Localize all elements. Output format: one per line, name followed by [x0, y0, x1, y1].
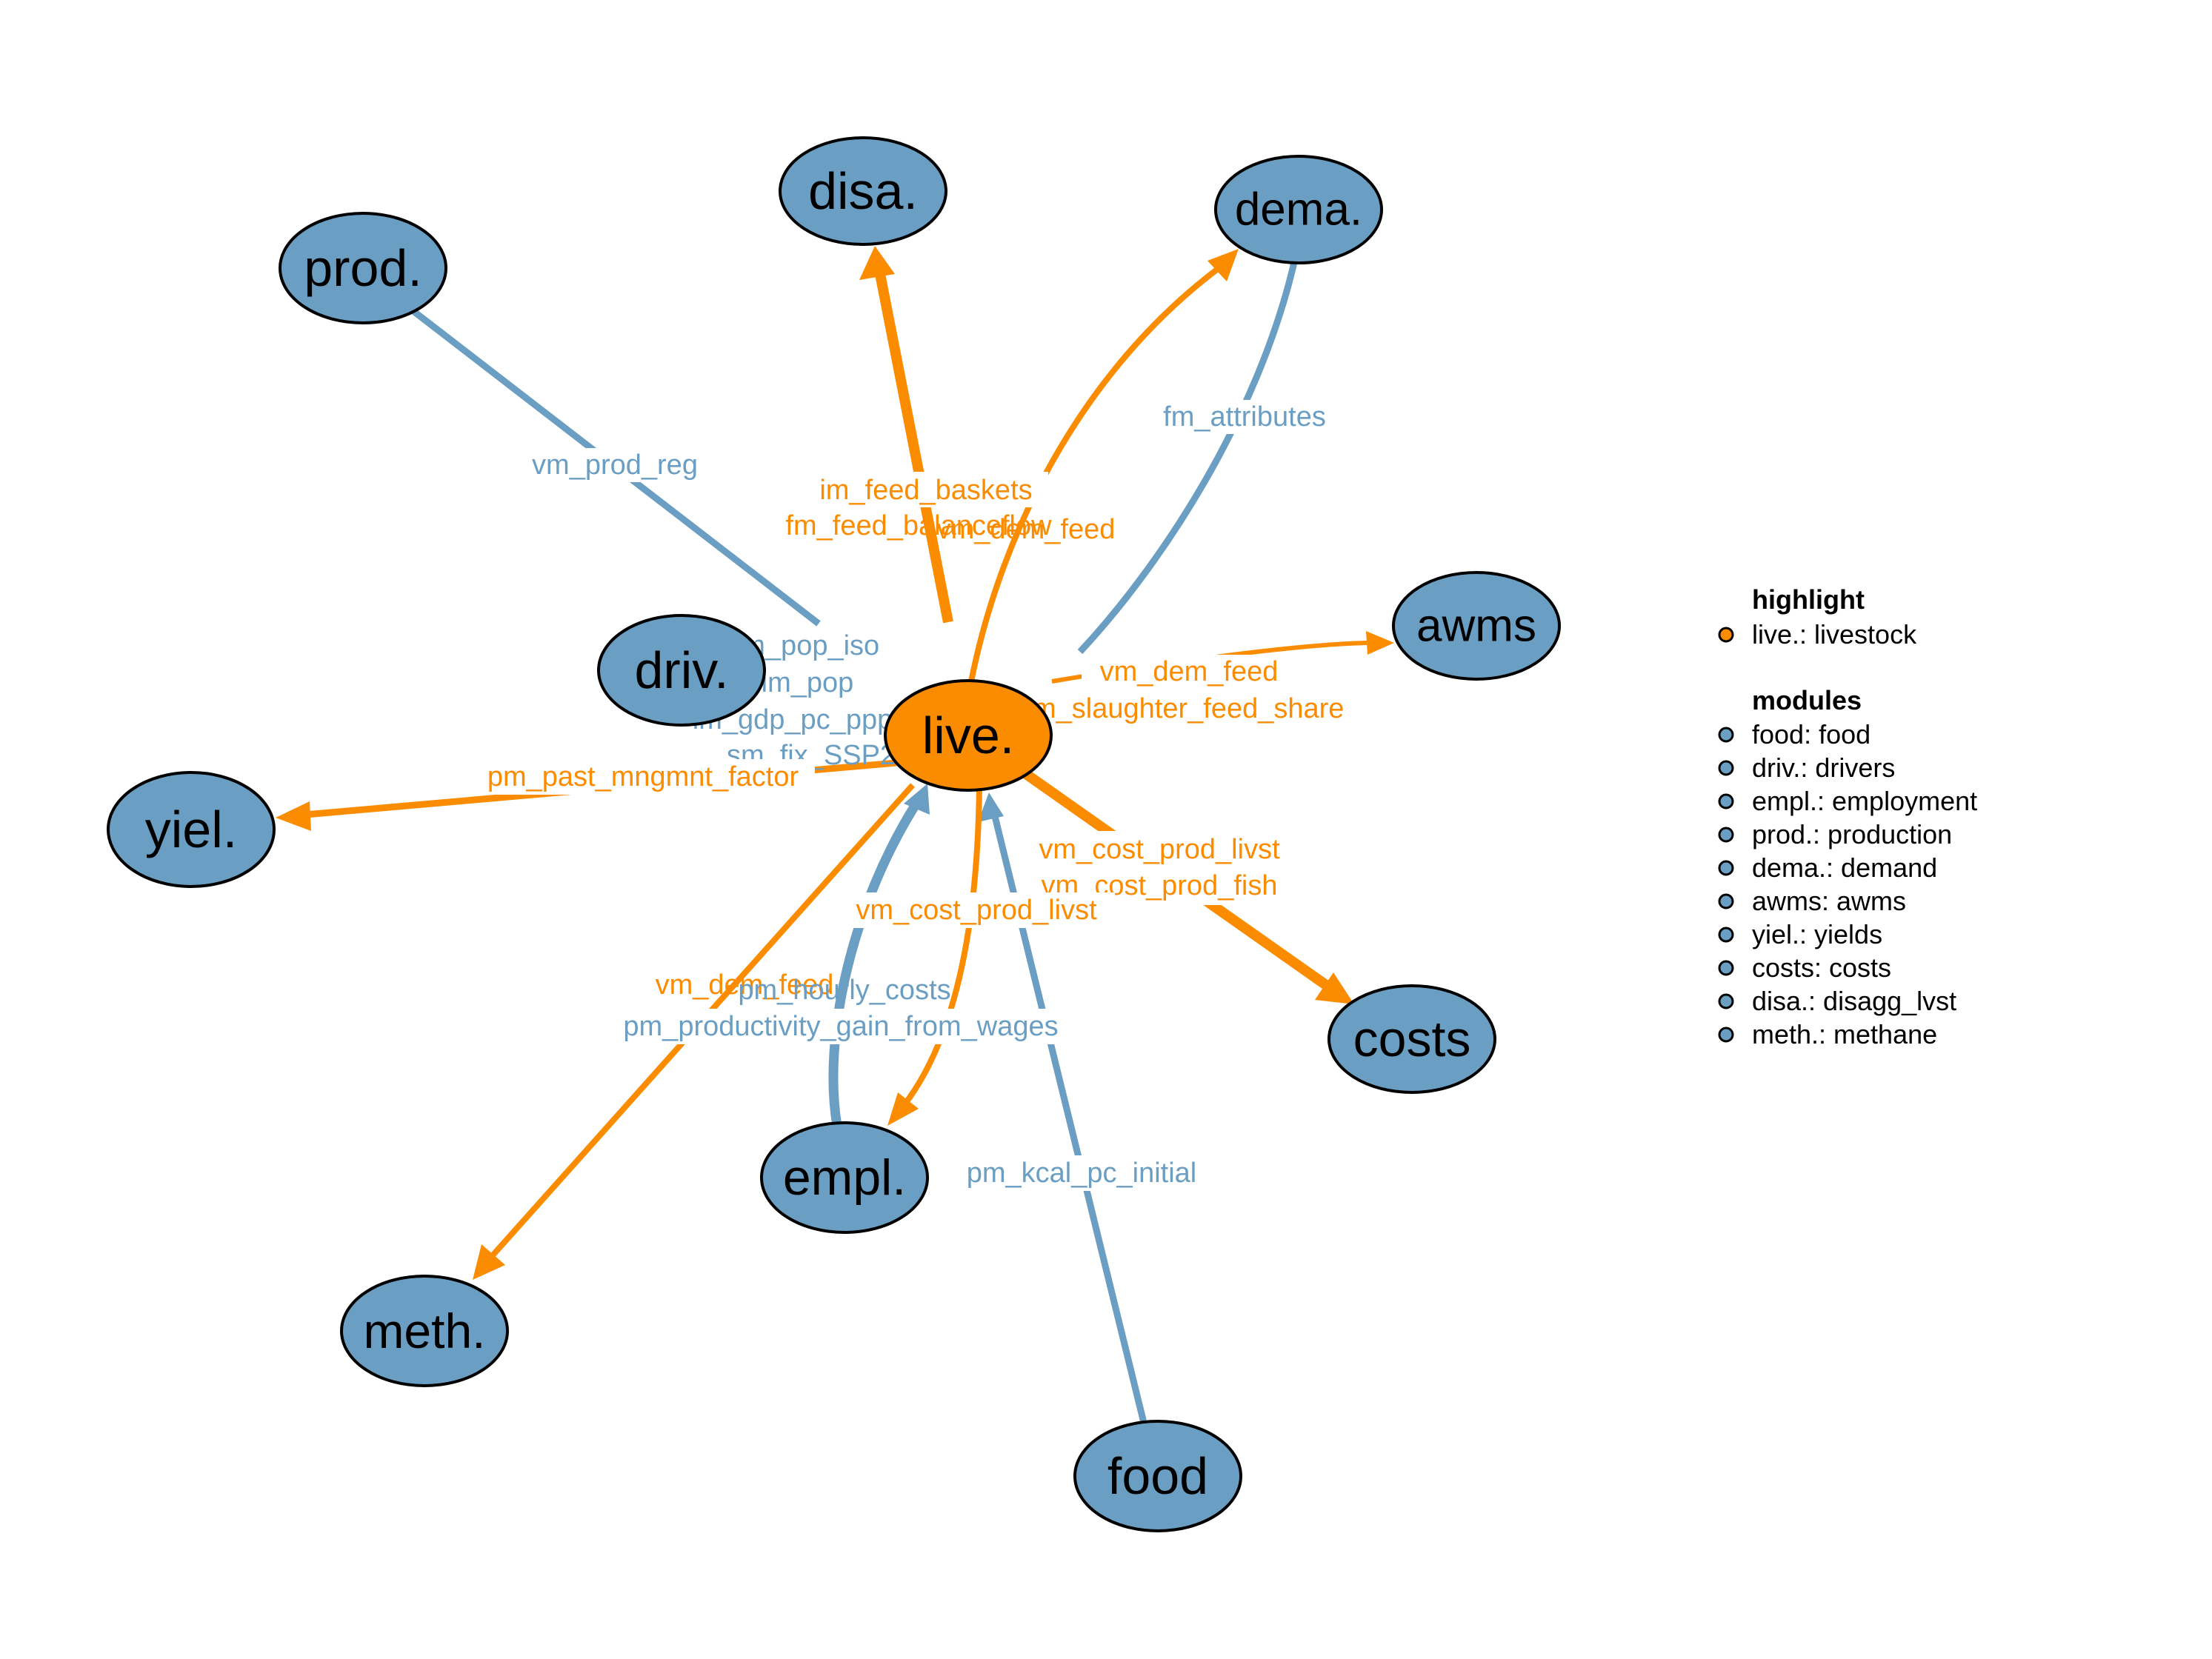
legend-module-item: dema.: demand: [1752, 852, 1937, 883]
edge-live-dema: [967, 264, 1223, 686]
arrow-live-awms: [1366, 631, 1394, 655]
legend-dot-module: [1718, 893, 1734, 909]
node-empl[interactable]: empl.: [760, 1121, 929, 1234]
node-label-awms: awms: [1416, 601, 1536, 652]
arrow-empl-live: [904, 784, 930, 815]
arrow-live-empl: [887, 1092, 919, 1126]
arrow-food-live: [978, 792, 1004, 822]
edge-label-group-live-dema: vm_dem_feed: [937, 514, 1116, 545]
node-food[interactable]: food: [1073, 1420, 1242, 1532]
node-costs[interactable]: costs: [1327, 984, 1496, 1094]
legend-dot-module: [1718, 727, 1734, 743]
edge-label-empl-live-2: pm_productivity_gain_from_wages: [623, 1011, 1058, 1042]
edge-label-group-live-empl: vm_cost_prod_livst: [837, 892, 1115, 928]
legend-modules-title: modules: [1752, 685, 1862, 715]
node-label-meth: meth.: [363, 1304, 485, 1358]
node-yiel[interactable]: yiel.: [107, 771, 276, 888]
edge-label-dema-live: fm_attributes: [1163, 401, 1326, 433]
edge-label-live-awms-2: im_slaughter_feed_share: [1027, 693, 1345, 724]
legend-module-item: food: food: [1752, 719, 1870, 750]
arrow-live-costs: [1315, 972, 1354, 1004]
legend-dot-module: [1718, 760, 1734, 776]
legend-dot-module: [1718, 827, 1734, 843]
node-awms[interactable]: awms: [1392, 571, 1561, 681]
legend-module-item: prod.: production: [1752, 819, 1952, 849]
legend-dot-module: [1718, 1027, 1734, 1043]
node-label-empl: empl.: [783, 1149, 906, 1206]
edge-label-live-costs-1: vm_cost_prod_livst: [1039, 834, 1280, 865]
legend-dot-module: [1718, 927, 1734, 943]
edge-label-group-live-yiel: pm_past_mngmnt_factor: [467, 759, 815, 795]
edge-label-live-dema: vm_dem_feed: [937, 514, 1116, 545]
arrow-live-yiel: [276, 801, 311, 831]
legend-module-item: driv.: drivers: [1752, 752, 1895, 783]
legend-dot-module: [1718, 860, 1734, 876]
edge-dema-live: [1077, 258, 1299, 655]
node-label-costs: costs: [1353, 1011, 1471, 1067]
edge-label-driv-live-2: im_pop: [762, 667, 854, 698]
edge-empl-live: [828, 797, 923, 1127]
edge-label-group-live-disa: im_feed_baskets fm_feed_balanceflow: [785, 472, 1052, 541]
legend-highlight-item: live.: livestock: [1752, 619, 1917, 650]
node-live[interactable]: live.: [884, 679, 1053, 792]
node-label-driv: driv.: [634, 641, 728, 699]
legend-module-item: costs: costs: [1752, 952, 1891, 983]
edge-label-live-yiel: pm_past_mngmnt_factor: [487, 761, 799, 792]
edge-label-live-empl: vm_cost_prod_livst: [856, 895, 1097, 926]
node-label-disa: disa.: [808, 162, 918, 220]
edge-live-disa: [875, 273, 953, 624]
edge-label-group-food-live: pm_kcal_pc_initial: [956, 1155, 1207, 1191]
arrow-live-meth: [473, 1244, 505, 1280]
edge-label-group-dema-live: fm_attributes: [1152, 400, 1337, 434]
edge-label-live-disa-1: im_feed_baskets: [819, 475, 1032, 506]
legend: highlight live.: livestock modules food:…: [1718, 584, 1977, 1049]
edge-label-group-live-meth: vm_dem_feed: [656, 969, 834, 1001]
arrow-live-dema: [1207, 249, 1239, 281]
edge-label-live-meth: vm_dem_feed: [656, 969, 834, 1001]
legend-module-item: meth.: methane: [1752, 1019, 1937, 1049]
edge-live-empl: [902, 784, 982, 1106]
edge-label-live-awms-1: vm_dem_feed: [1100, 656, 1279, 687]
arrow-live-disa: [859, 246, 895, 280]
node-label-food: food: [1107, 1447, 1208, 1505]
legend-module-item: yiel.: yields: [1752, 919, 1882, 949]
edge-label-group-prod-live: vm_prod_reg: [519, 448, 711, 482]
edge-label-prod-live: vm_prod_reg: [532, 450, 698, 481]
node-label-prod: prod.: [304, 239, 422, 297]
edge-label-food-live: pm_kcal_pc_initial: [967, 1158, 1197, 1189]
node-dema[interactable]: dema.: [1214, 155, 1383, 264]
legend-module-item: empl.: employment: [1752, 786, 1977, 816]
node-driv[interactable]: driv.: [597, 614, 766, 727]
legend-dot-module: [1718, 793, 1734, 810]
legend-module-item: awms: awms: [1752, 886, 1906, 916]
legend-dot-module: [1718, 993, 1734, 1009]
edge-label-live-disa-2: fm_feed_balanceflow: [785, 510, 1052, 541]
node-meth[interactable]: meth.: [340, 1275, 509, 1387]
node-disa[interactable]: disa.: [779, 136, 947, 246]
node-prod[interactable]: prod.: [279, 212, 447, 324]
edge-label-empl-live-1: pm_hourly_costs: [738, 975, 950, 1006]
node-label-live: live.: [922, 707, 1014, 764]
edge-label-group-live-awms: vm_dem_feed im_slaughter_feed_share: [1027, 655, 1345, 724]
legend-dot-highlight: [1718, 627, 1734, 643]
node-label-yiel: yiel.: [145, 801, 237, 858]
legend-highlight-title: highlight: [1752, 584, 1865, 615]
legend-module-item: disa.: disagg_lvst: [1752, 986, 1956, 1016]
node-label-dema: dema.: [1235, 184, 1362, 236]
edge-label-group-empl-live: pm_hourly_costs pm_productivity_gain_fro…: [600, 975, 1082, 1044]
legend-dot-module: [1718, 960, 1734, 976]
